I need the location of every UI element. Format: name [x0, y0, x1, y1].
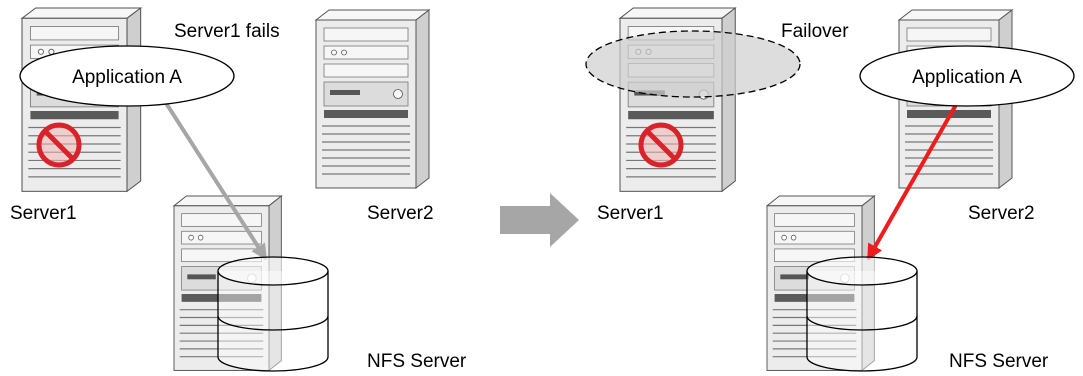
- shared-disk-right: [806, 256, 918, 372]
- transition-arrow: [500, 193, 579, 247]
- prohibit-icon-right: [641, 125, 681, 165]
- server1-label: Server1: [10, 203, 77, 224]
- nfs-server-label: NFS Server: [367, 351, 467, 372]
- application-a-bubble: [19, 45, 235, 107]
- left-panel: Application A Server1 fails Server1 Serv…: [10, 7, 467, 372]
- server2-tower: [315, 9, 430, 189]
- server2-label-right: Server2: [968, 203, 1035, 224]
- gray-link-arrow: [155, 87, 268, 261]
- prohibit-icon: [39, 125, 79, 165]
- application-a-label: Application A: [72, 67, 182, 88]
- nfs-server-label-right: NFS Server: [949, 351, 1049, 372]
- caption-failover: Failover: [781, 21, 849, 42]
- red-link-arrow: [866, 87, 967, 261]
- caption-server1-fails: Server1 fails: [174, 21, 280, 42]
- shared-disk: [217, 256, 329, 372]
- server1-label-right: Server1: [597, 203, 664, 224]
- ghost-application-bubble: [585, 30, 801, 98]
- application-a-label-right: Application A: [912, 67, 1022, 88]
- right-panel: Application A Failover Server1 Server2 N…: [585, 7, 1075, 372]
- application-a-bubble-right: [859, 45, 1075, 107]
- server2-label: Server2: [367, 203, 434, 224]
